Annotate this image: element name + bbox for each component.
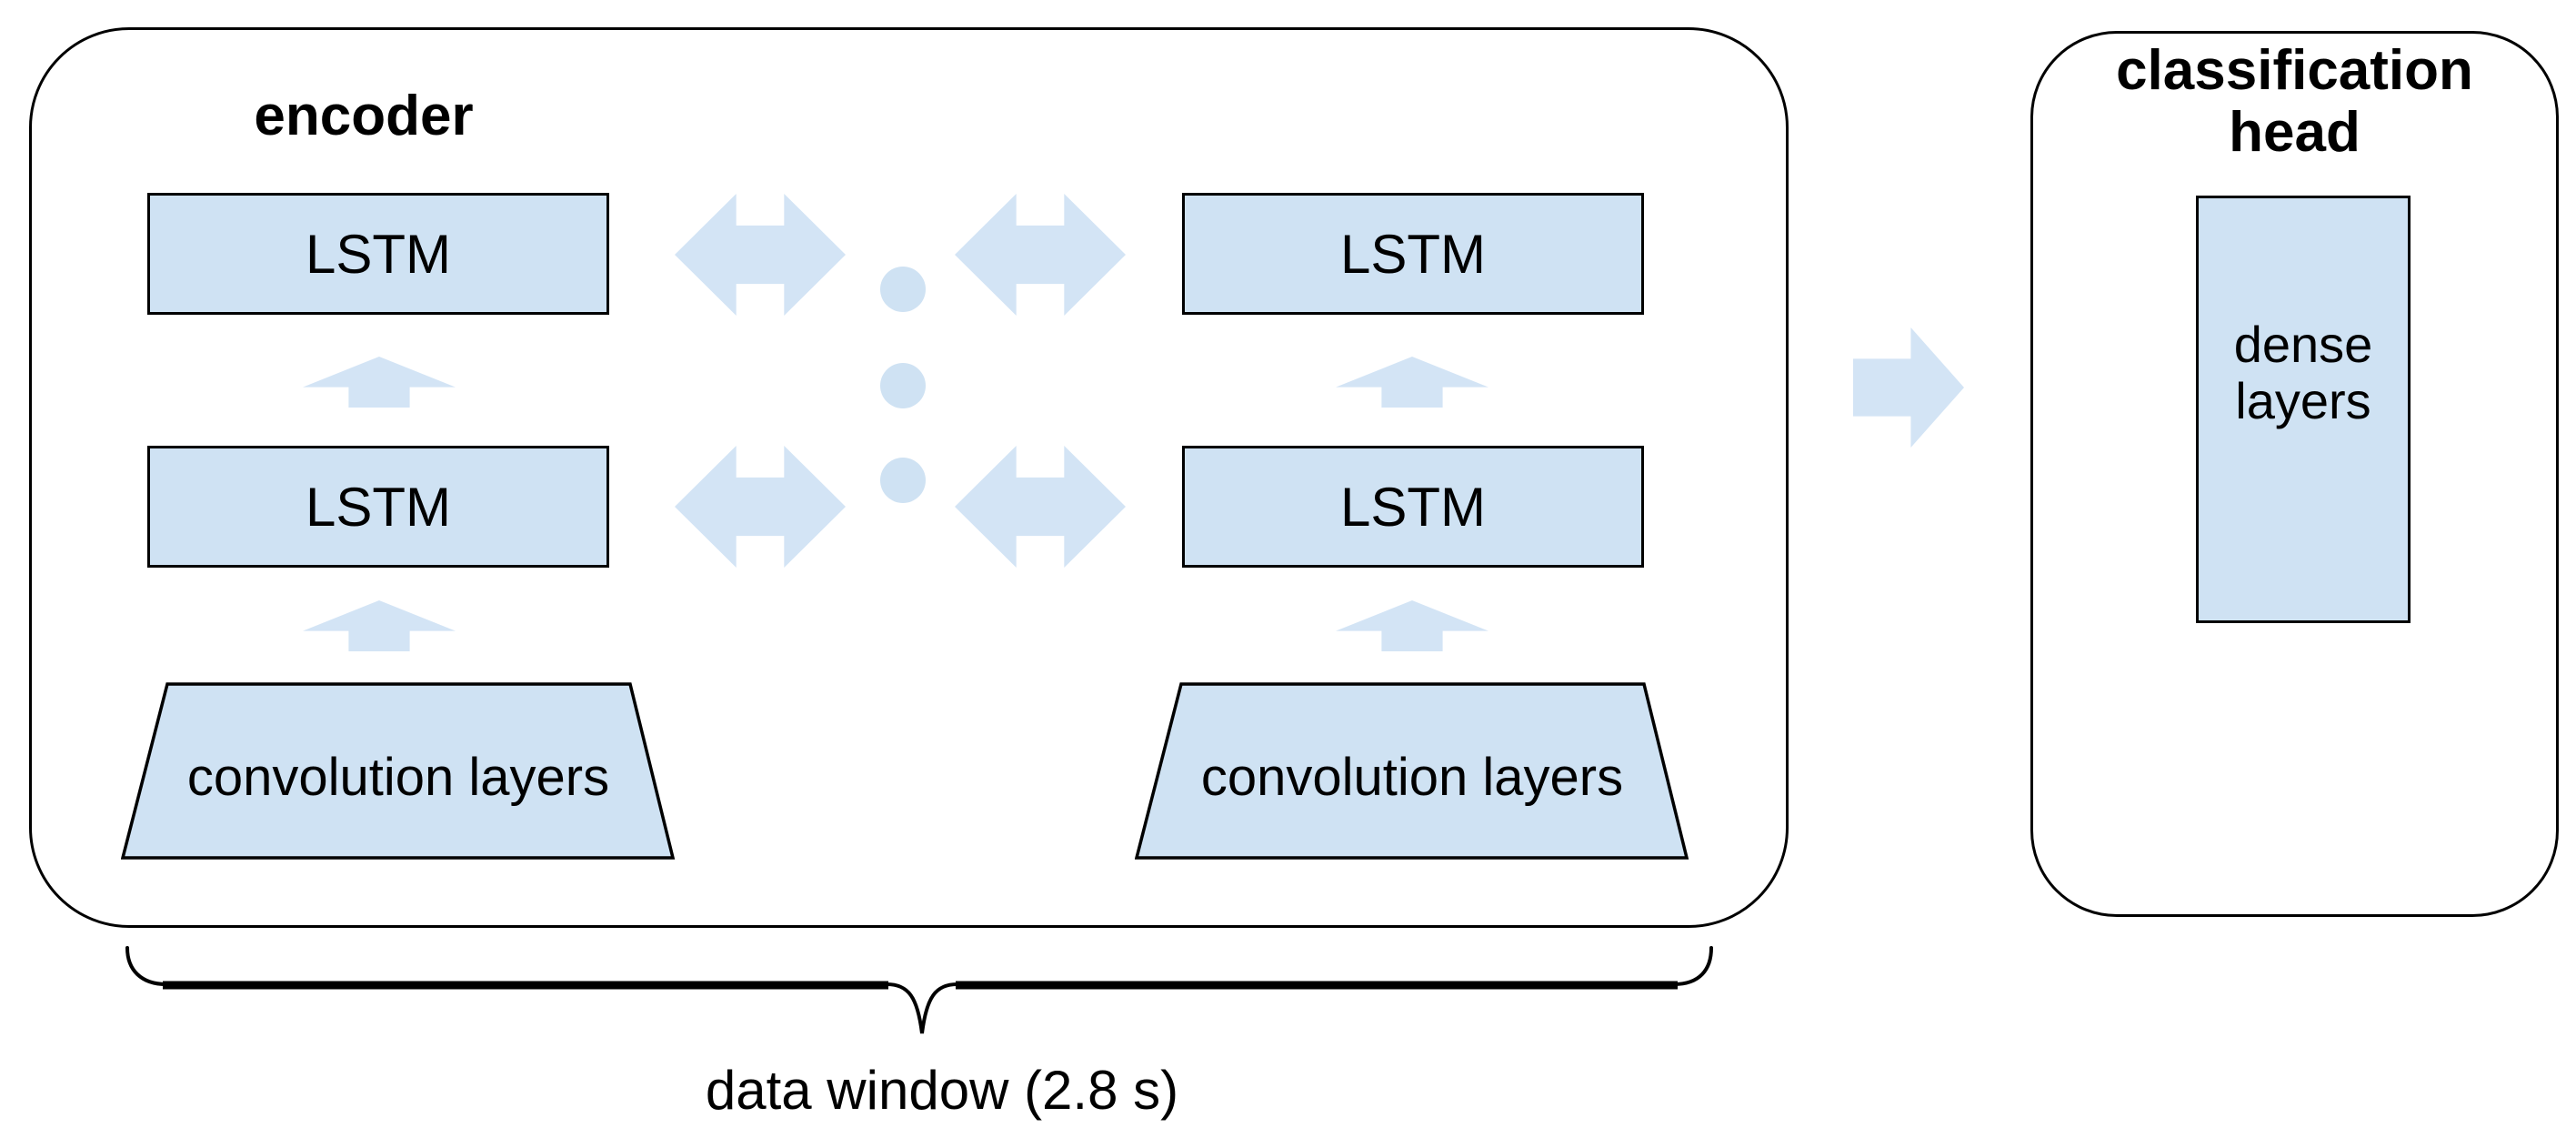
- dense-layers-box: dense layers: [2196, 196, 2411, 623]
- encoder-title: encoder: [254, 85, 474, 147]
- convolution-trapezoid-right: [1134, 682, 1689, 861]
- lstm-box-bottom-right: LSTM: [1182, 446, 1644, 568]
- lstm-box-bottom-left: LSTM: [147, 446, 609, 568]
- lstm-box-top-right: LSTM: [1182, 193, 1644, 315]
- ellipsis-dot-icon: [880, 458, 926, 503]
- right-arrow-icon: [1853, 327, 1964, 448]
- convolution-layers-label: convolution layers: [1200, 748, 1624, 807]
- data-window-label: data window (2.8 s): [705, 1060, 1179, 1121]
- convolution-layers-label: convolution layers: [186, 748, 610, 807]
- data-window-brace: [125, 946, 1713, 1034]
- lstm-box-top-left: LSTM: [147, 193, 609, 315]
- classification-head-title: classification head: [2116, 39, 2473, 164]
- ellipsis-dot-icon: [880, 363, 926, 408]
- ellipsis-dot-icon: [880, 267, 926, 312]
- convolution-trapezoid-left: [120, 682, 676, 861]
